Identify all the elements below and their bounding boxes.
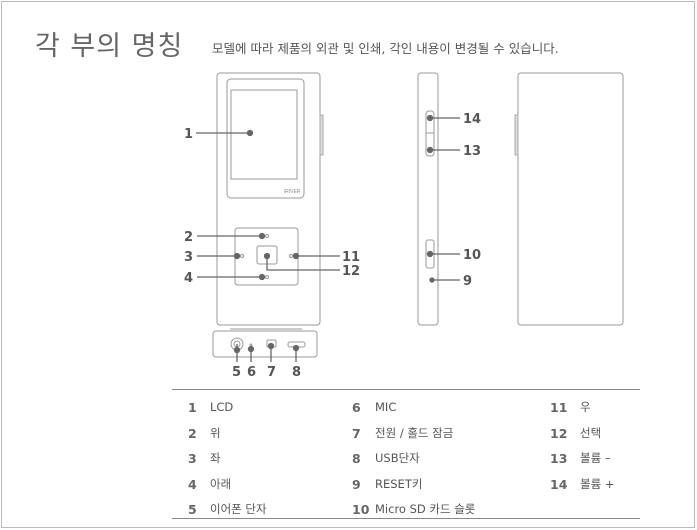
device-diagram: iRIVER bbox=[184, 72, 624, 380]
part-number: 14 bbox=[550, 476, 568, 492]
brand-logo: iRIVER bbox=[284, 189, 301, 195]
part-number: 1 bbox=[188, 400, 197, 415]
bottom-view bbox=[212, 328, 318, 358]
part-label: 좌 bbox=[210, 451, 221, 465]
callout-2: 2 bbox=[184, 230, 193, 245]
part-number: 12 bbox=[550, 425, 568, 441]
table-row: 1 LCD 6 MIC 11 우 bbox=[172, 395, 640, 420]
callout-5: 5 bbox=[232, 365, 241, 380]
part-number: 11 bbox=[550, 400, 568, 415]
callout-13: 13 bbox=[463, 144, 481, 159]
callout-10: 10 bbox=[463, 248, 481, 263]
side-view bbox=[417, 72, 439, 326]
callout-4: 4 bbox=[184, 271, 193, 286]
callout-1: 1 bbox=[184, 127, 193, 142]
callout-14: 14 bbox=[463, 112, 481, 127]
part-label: MIC bbox=[375, 400, 397, 414]
part-label: 전원 / 홀드 잠금 bbox=[375, 425, 454, 440]
callout-3: 3 bbox=[184, 250, 193, 265]
table-row: 4 아래 9 RESET키 14 볼륨 + bbox=[172, 472, 640, 497]
part-number: 10 bbox=[352, 502, 370, 517]
back-view bbox=[514, 72, 624, 326]
part-number: 13 bbox=[550, 451, 568, 466]
part-number: 5 bbox=[188, 502, 197, 517]
callout-8: 8 bbox=[292, 365, 301, 380]
callout-7: 7 bbox=[267, 365, 276, 380]
part-label: 볼륨 – bbox=[580, 451, 611, 465]
page-subtitle: 모델에 따라 제품의 외관 및 인쇄, 각인 내용이 변경될 수 있습니다. bbox=[212, 41, 559, 56]
part-label: Micro SD 카드 슬롯 bbox=[375, 502, 476, 516]
part-label: 위 bbox=[210, 425, 221, 440]
callout-11: 11 bbox=[342, 250, 360, 265]
part-number: 4 bbox=[188, 476, 197, 492]
part-label: USB단자 bbox=[375, 451, 420, 465]
leader-lines bbox=[196, 114, 460, 362]
part-label: 선택 bbox=[580, 425, 602, 440]
part-label: 우 bbox=[580, 400, 591, 414]
part-number: 9 bbox=[352, 476, 361, 492]
lcd-frame bbox=[226, 78, 305, 199]
part-number: 8 bbox=[352, 451, 361, 466]
part-label: RESET키 bbox=[375, 476, 423, 491]
table-row: 5 이어폰 단자 10 Micro SD 카드 슬롯 bbox=[172, 497, 640, 522]
lcd-screen bbox=[230, 89, 298, 180]
callout-9: 9 bbox=[463, 274, 472, 289]
part-number: 3 bbox=[188, 451, 197, 466]
part-label: 이어폰 단자 bbox=[210, 502, 267, 516]
part-number: 6 bbox=[352, 400, 361, 415]
part-label: 아래 bbox=[210, 476, 232, 491]
callout-6: 6 bbox=[247, 365, 256, 380]
front-view: iRIVER bbox=[216, 72, 324, 326]
part-number: 2 bbox=[188, 425, 197, 441]
part-number: 7 bbox=[352, 425, 361, 441]
callout-12: 12 bbox=[342, 264, 360, 279]
page-title: 각 부의 명칭 bbox=[35, 31, 184, 62]
part-label: LCD bbox=[210, 400, 234, 414]
part-label: 볼륨 + bbox=[580, 476, 615, 491]
